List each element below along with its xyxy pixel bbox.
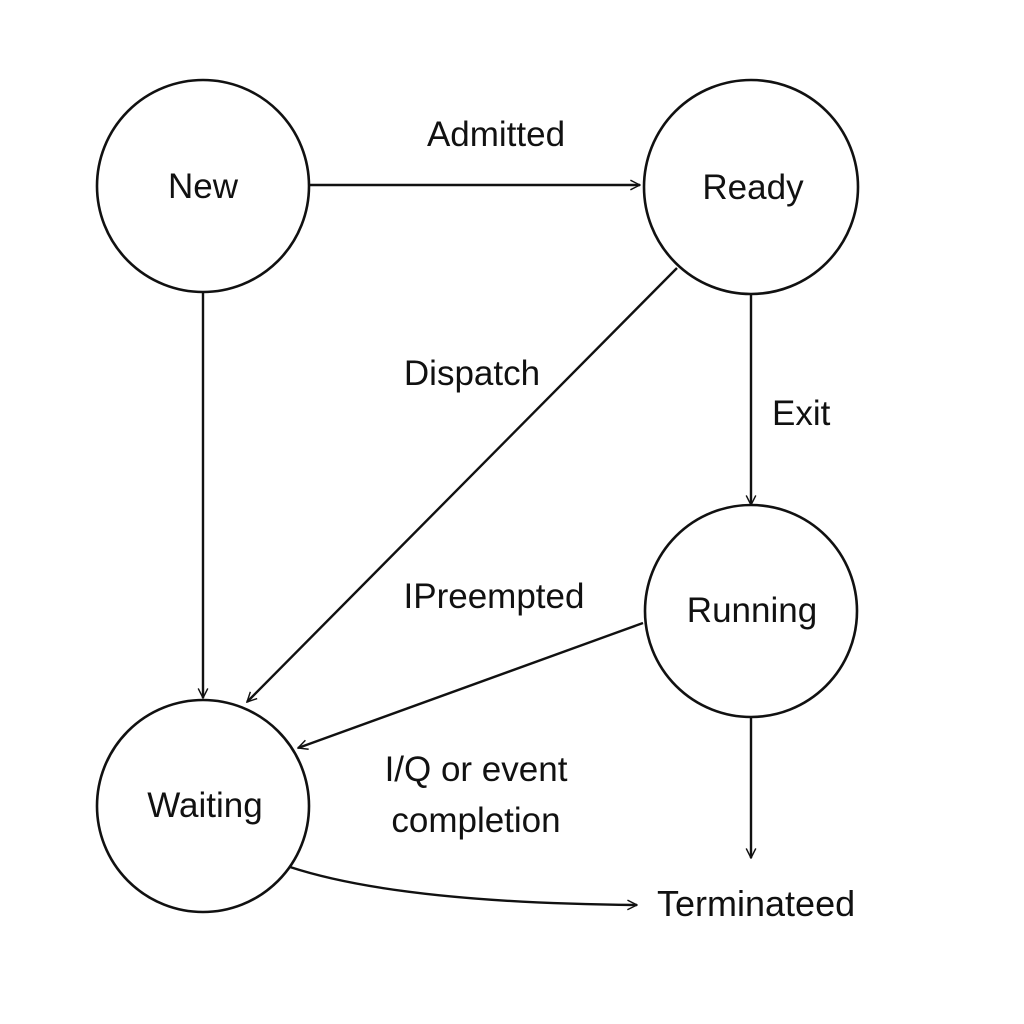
- state-label-terminated: Terminateed: [657, 883, 855, 924]
- edge-ready-to-waiting: [247, 267, 678, 702]
- edge-running-to-waiting: [298, 621, 644, 748]
- state-label-ready: Ready: [702, 168, 804, 207]
- state-label-new: New: [168, 167, 239, 206]
- state-label-running: Running: [687, 591, 817, 630]
- edge-label-io-event-line1: I/Q or event: [385, 750, 568, 789]
- state-node-running: Running: [643, 503, 859, 719]
- state-node-ready: Ready: [642, 78, 860, 296]
- edge-label-preempted: IPreempted: [404, 577, 585, 616]
- edge-label-admitted: Admitted: [427, 115, 565, 154]
- state-node-new: New: [95, 78, 311, 294]
- edge-label-exit: Exit: [772, 394, 831, 433]
- edge-waiting-to-terminated: [289, 865, 637, 905]
- state-label-waiting: Waiting: [147, 786, 262, 825]
- edge-label-dispatch: Dispatch: [404, 354, 540, 393]
- edge-label-io-event-line2: completion: [391, 801, 560, 840]
- state-node-waiting: Waiting: [95, 698, 311, 914]
